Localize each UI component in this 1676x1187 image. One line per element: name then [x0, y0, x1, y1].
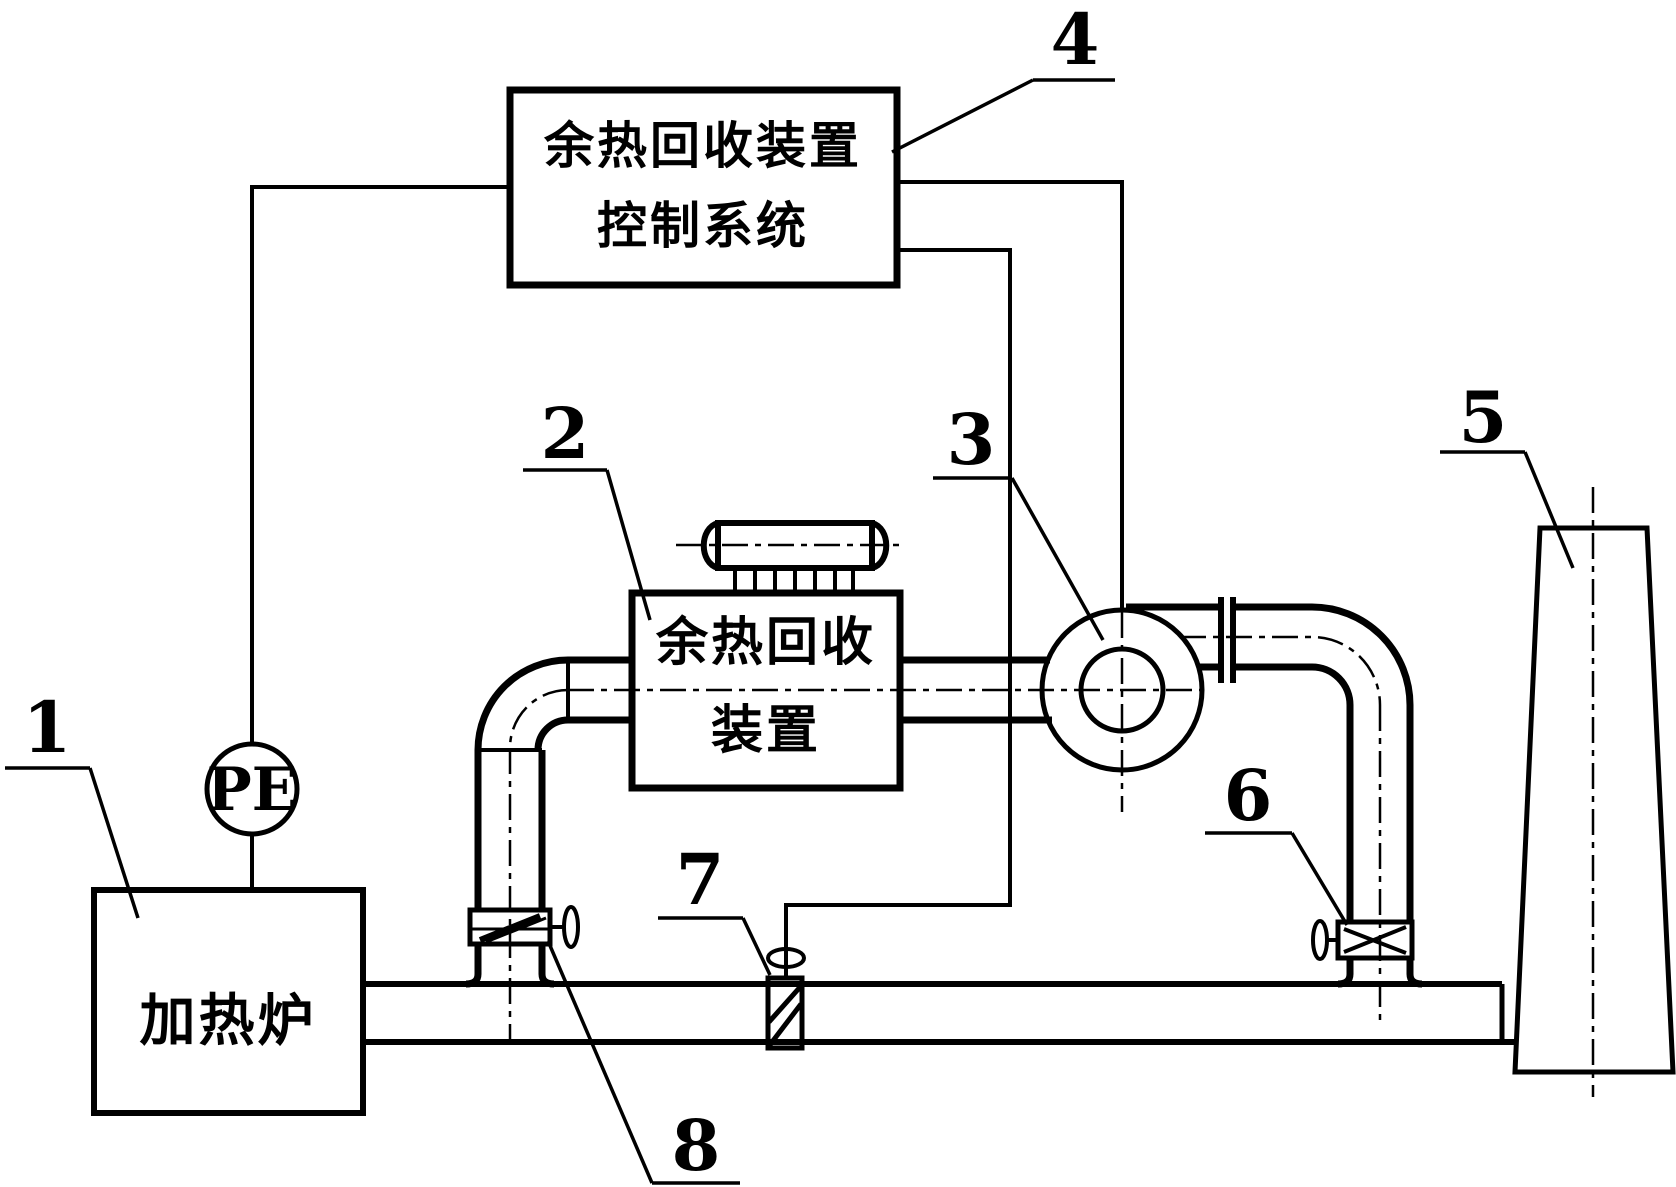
- furnace-label: 加热炉: [140, 989, 317, 1054]
- valve7-handwheel: [766, 947, 806, 969]
- control-line-to-valve7: [784, 248, 1012, 950]
- drum-legs: [733, 568, 855, 594]
- ref-number-7: 7: [676, 838, 725, 921]
- control-lines: [250, 180, 1124, 950]
- ref-label-8: 8: [546, 940, 740, 1187]
- left-elbow-centerline: [508, 688, 569, 1040]
- ref-leader-2: [605, 469, 652, 621]
- ref-leader-1: [88, 767, 140, 919]
- chimney-outline: [1512, 525, 1676, 1075]
- right-duct: [1233, 603, 1423, 988]
- ref-leader-3: [1010, 477, 1105, 641]
- induced-draft-fan: [1039, 597, 1236, 773]
- valve6-disc-b: [1343, 927, 1407, 955]
- ref-label-6: 6: [1205, 754, 1349, 926]
- valve-8: [467, 905, 580, 949]
- ref-number-5: 5: [1459, 376, 1508, 459]
- ref-number-2: 2: [541, 392, 590, 475]
- ref-label-4: 4: [891, 0, 1115, 154]
- right-elbow-inner-arc: [1311, 663, 1354, 706]
- pe-sensor: PE: [204, 741, 300, 837]
- outlet-centerline: [1180, 635, 1382, 1020]
- recovery-box-outline: [628, 589, 904, 792]
- valve7-disc-a: [767, 1002, 803, 1048]
- control-line-to-pe: [250, 185, 510, 744]
- ref-leader-5: [1523, 451, 1575, 569]
- steam-drum: [700, 520, 890, 594]
- control-box-line2: 控制系统: [597, 197, 809, 255]
- ref-number-3: 3: [947, 398, 996, 481]
- left-elbow-inner-arc: [534, 716, 569, 751]
- valve8-handwheel: [562, 905, 580, 949]
- left-elbow-outer-arc: [474, 656, 569, 751]
- centerlines: [508, 487, 1595, 1097]
- ref-leader-6: [1290, 832, 1349, 926]
- right-riser-foot-right: [1406, 973, 1423, 988]
- control-system-box: 余热回收装置 控制系统: [506, 86, 901, 289]
- device-to-fan-pipe: [900, 656, 1052, 724]
- control-line-to-fan: [897, 180, 1124, 612]
- ref-label-3: 3: [933, 398, 1105, 641]
- drum-left-cap: [700, 520, 720, 571]
- ref-leader-8: [546, 940, 654, 1184]
- control-box-outline: [506, 86, 901, 289]
- valve-6: [1311, 919, 1415, 961]
- ref-number-8: 8: [672, 1104, 721, 1187]
- ref-number-4: 4: [1051, 0, 1100, 81]
- left-riser-foot-right: [538, 973, 555, 988]
- ref-label-5: 5: [1440, 376, 1575, 569]
- valve8-disc2: [485, 916, 547, 944]
- valve6-handwheel: [1311, 919, 1329, 961]
- recovery-box-line2: 装置: [711, 701, 821, 761]
- furnace-outline: [91, 887, 366, 1116]
- heating-furnace: 加热炉: [91, 887, 366, 1116]
- ref-number-6: 6: [1224, 754, 1273, 837]
- ref-number-1: 1: [23, 686, 72, 769]
- reference-labels: 1 2 3 4 5 6 7: [5, 0, 1575, 1187]
- ref-label-1: 1: [5, 686, 140, 919]
- fan-volute-circle: [1039, 607, 1205, 773]
- ref-leader-7: [741, 917, 772, 976]
- recovery-device: 余热回收 装置: [628, 520, 904, 792]
- control-box-line1: 余热回收装置: [543, 117, 862, 175]
- recovery-box-line1: 余热回收: [655, 613, 876, 673]
- pe-label: PE: [207, 755, 298, 825]
- drum-right-cap: [870, 520, 890, 571]
- ref-leader-4: [891, 78, 1034, 154]
- ref-label-7: 7: [658, 838, 772, 976]
- left-riser-pipe: [465, 656, 634, 988]
- main-flue-pipe: [360, 981, 1516, 1045]
- chimney: [1512, 525, 1676, 1075]
- fan-inlet-eye-circle: [1078, 646, 1166, 734]
- right-riser-foot-left: [1337, 973, 1354, 988]
- ref-label-2: 2: [523, 392, 652, 621]
- valve-7: [765, 947, 806, 1051]
- valve7-disc-b: [767, 984, 803, 1024]
- pe-circle: [204, 741, 300, 837]
- valve8-disc: [478, 913, 542, 943]
- right-elbow-outer-arc: [1311, 603, 1414, 706]
- left-riser-foot-left: [465, 973, 482, 988]
